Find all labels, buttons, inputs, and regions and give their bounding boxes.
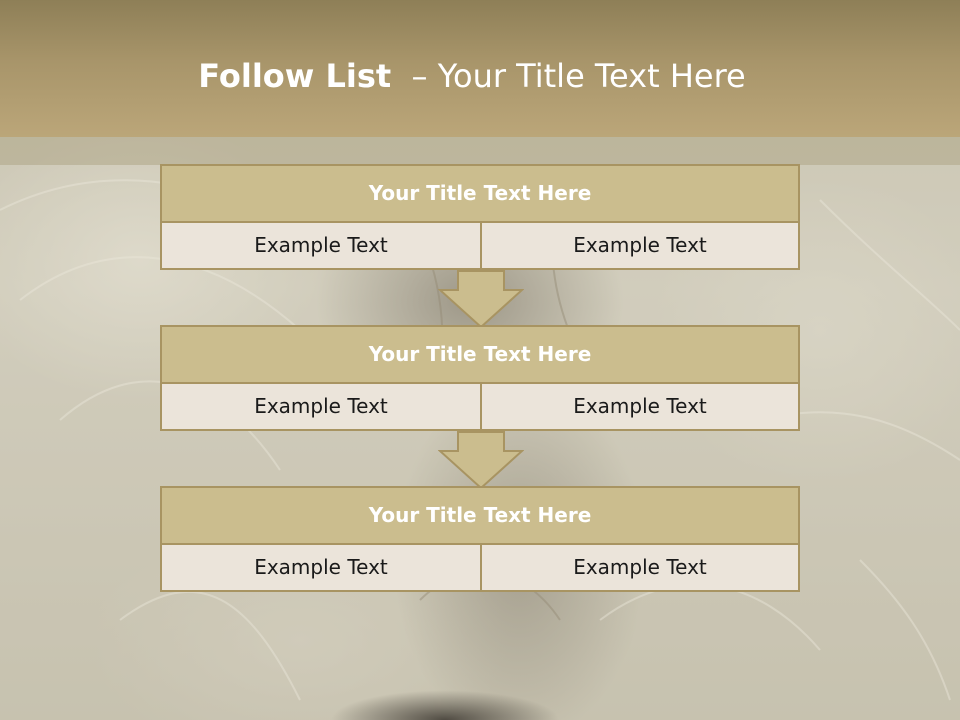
background-shadow [330, 690, 560, 720]
slide-title: Follow List – Your Title Text Here [0, 54, 944, 98]
slide-header: Follow List – Your Title Text Here [0, 0, 960, 137]
down-arrow-icon [438, 270, 524, 328]
step-cell-left: Example Text [162, 545, 482, 590]
step-box-3: Your Title Text Here Example Text Exampl… [160, 486, 800, 592]
down-arrow-icon [438, 431, 524, 489]
slide-title-bold: Follow List [198, 57, 392, 95]
header-shadow-band [0, 137, 960, 165]
step-cell-left: Example Text [162, 223, 482, 268]
step-title: Your Title Text Here [162, 166, 798, 223]
step-box-2: Your Title Text Here Example Text Exampl… [160, 325, 800, 431]
step-box-1: Your Title Text Here Example Text Exampl… [160, 164, 800, 270]
step-title: Your Title Text Here [162, 488, 798, 545]
step-cell-right: Example Text [573, 555, 707, 579]
step-cell-right: Example Text [573, 394, 707, 418]
slide-title-rest: – Your Title Text Here [391, 57, 746, 95]
step-cell-left: Example Text [162, 384, 482, 429]
step-title: Your Title Text Here [162, 327, 798, 384]
step-cell-right: Example Text [573, 233, 707, 257]
